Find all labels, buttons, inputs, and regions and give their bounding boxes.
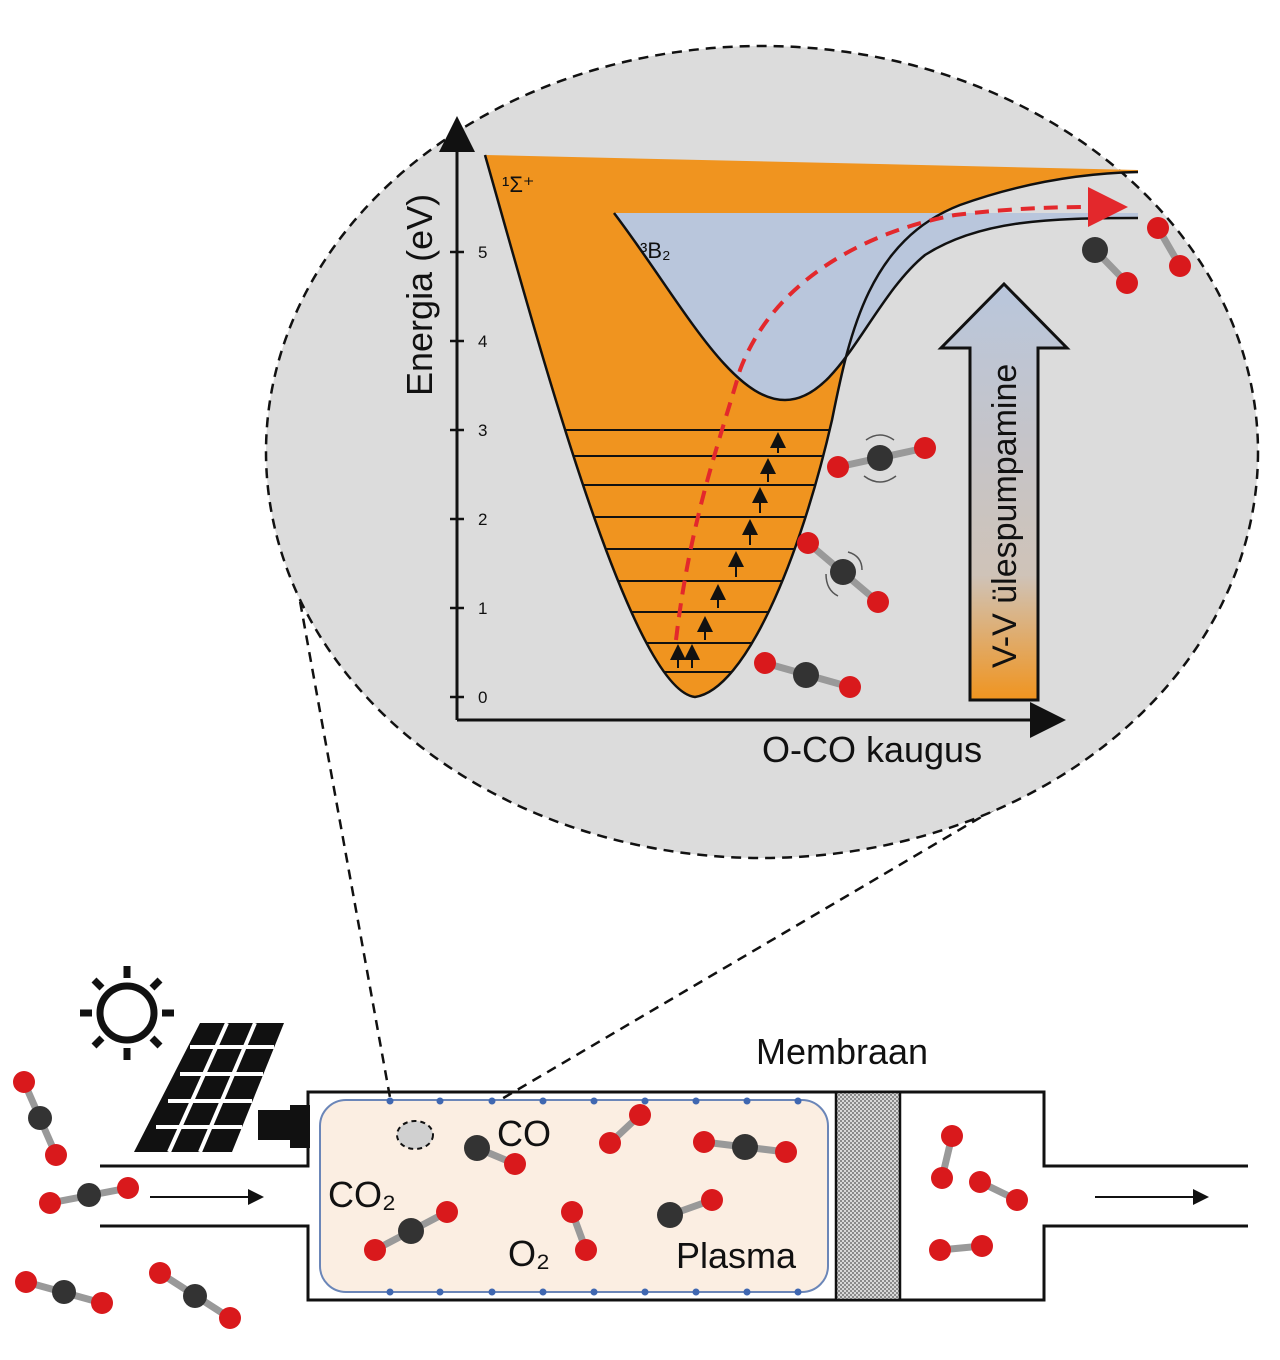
co-label: CO xyxy=(497,1113,551,1154)
reactor-walls xyxy=(100,1090,1248,1302)
solar-panel-icon xyxy=(134,1022,310,1153)
y-tick-label: 2 xyxy=(478,510,487,529)
y-tick-label: 0 xyxy=(478,688,487,707)
co-molecule-icon xyxy=(657,1189,723,1228)
co2-molecule-icon xyxy=(39,1177,139,1214)
co2-label: CO₂ xyxy=(328,1174,396,1215)
co2-molecule-icon xyxy=(827,434,936,483)
o2-molecule-icon xyxy=(929,1235,993,1261)
co2-molecule-icon xyxy=(693,1131,797,1163)
co2-molecule-icon xyxy=(13,1071,67,1166)
y-tick-label: 4 xyxy=(478,332,487,351)
excited-state-potential xyxy=(614,213,1138,400)
y-axis-label: Energia (eV) xyxy=(399,194,440,396)
ground-state-potential xyxy=(485,155,1138,697)
zoom-connector-lines xyxy=(286,534,1011,1142)
co2-molecule-icon xyxy=(797,532,889,613)
ground-state-label: ¹Σ⁺ xyxy=(502,172,535,197)
membrane-label: Membraan xyxy=(756,1031,928,1072)
co2-molecule-icon xyxy=(149,1262,241,1329)
o2-molecule-icon xyxy=(561,1201,597,1261)
excited-state-label: ³B₂ xyxy=(640,238,671,263)
electrode-dots xyxy=(386,1097,802,1296)
co-molecule-icon xyxy=(464,1135,526,1175)
y-ticks xyxy=(450,250,464,699)
reaction-path xyxy=(674,186,1128,641)
co-molecule-icon xyxy=(1082,237,1138,294)
y-tick-label: 5 xyxy=(478,243,487,262)
co2-molecule-icon xyxy=(15,1271,113,1314)
vv-pumping-arrow: V-V ülespumpamine xyxy=(937,281,1071,702)
o2-label: O₂ xyxy=(508,1233,550,1274)
ground-state-curve xyxy=(483,154,1139,699)
o2-molecule-icon xyxy=(931,1125,963,1189)
co2-molecule-icon xyxy=(754,652,861,698)
y-tick-label: 1 xyxy=(478,599,487,618)
plasma-label: Plasma xyxy=(676,1235,797,1276)
o2-molecule-icon xyxy=(969,1171,1028,1211)
ladder-arrows xyxy=(670,432,786,668)
sun-icon xyxy=(80,966,174,1060)
membrane xyxy=(834,1090,902,1302)
axes xyxy=(439,116,1066,738)
zoom-source-marker xyxy=(396,1120,434,1150)
vv-pumping-label: V-V ülespumpamine xyxy=(986,364,1024,668)
y-tick-label: 3 xyxy=(478,421,487,440)
o2-molecule-icon xyxy=(1147,217,1191,277)
co2-molecule-icon xyxy=(364,1201,458,1261)
x-axis-label: O-CO kaugus xyxy=(762,729,982,770)
excited-state-curve xyxy=(613,212,1139,402)
o2-molecule-icon xyxy=(599,1104,651,1154)
